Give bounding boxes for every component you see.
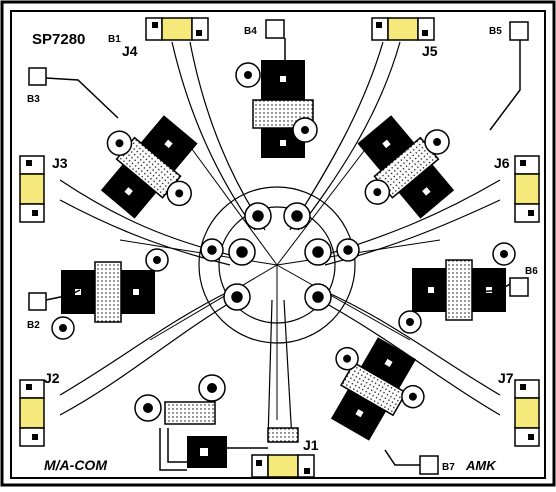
- switch-module-lower-right: [330, 337, 425, 441]
- switch-module-bottom: [134, 374, 268, 471]
- connector-label-j1: J1: [303, 437, 319, 453]
- pin-label-b3: B3: [27, 94, 40, 105]
- connector-label-j3: J3: [52, 155, 68, 171]
- pin-label-b1: B1: [108, 34, 121, 45]
- pin-label-b2: B2: [27, 320, 40, 331]
- brand-logo: AMK: [465, 458, 497, 473]
- pin-label-b5: B5: [489, 26, 502, 37]
- connector-label-j5: J5: [422, 43, 438, 59]
- connector-label-j4: J4: [122, 43, 138, 59]
- pin-label-b4: B4: [244, 26, 257, 37]
- connector-j7: [514, 379, 540, 447]
- switch-module-left: [51, 248, 169, 340]
- switch-module-upper-right: [357, 115, 455, 219]
- connector-j3: [19, 155, 45, 223]
- board-inner-border: [10, 10, 546, 479]
- connector-j5: [371, 17, 435, 41]
- maker-logo: M/A-COM: [44, 457, 107, 473]
- connector-label-j6: J6: [494, 155, 510, 171]
- switch-module-upper-left: [100, 115, 198, 219]
- bias-pads: [28, 19, 529, 475]
- connector-j4: [145, 17, 209, 41]
- switch-module-top: [235, 60, 318, 158]
- part-number-label: SP7280: [32, 31, 85, 48]
- connector-j2: [19, 379, 45, 447]
- connector-j6: [514, 155, 540, 223]
- pin-label-b7: B7: [442, 462, 455, 473]
- junction-vias: [200, 202, 360, 311]
- connector-label-j7: J7: [498, 370, 514, 386]
- connector-j1: [251, 427, 315, 478]
- switch-module-right: [398, 242, 516, 334]
- connector-label-j2: J2: [44, 370, 60, 386]
- bias-lines: [45, 38, 521, 466]
- pin-label-b6: B6: [525, 266, 538, 277]
